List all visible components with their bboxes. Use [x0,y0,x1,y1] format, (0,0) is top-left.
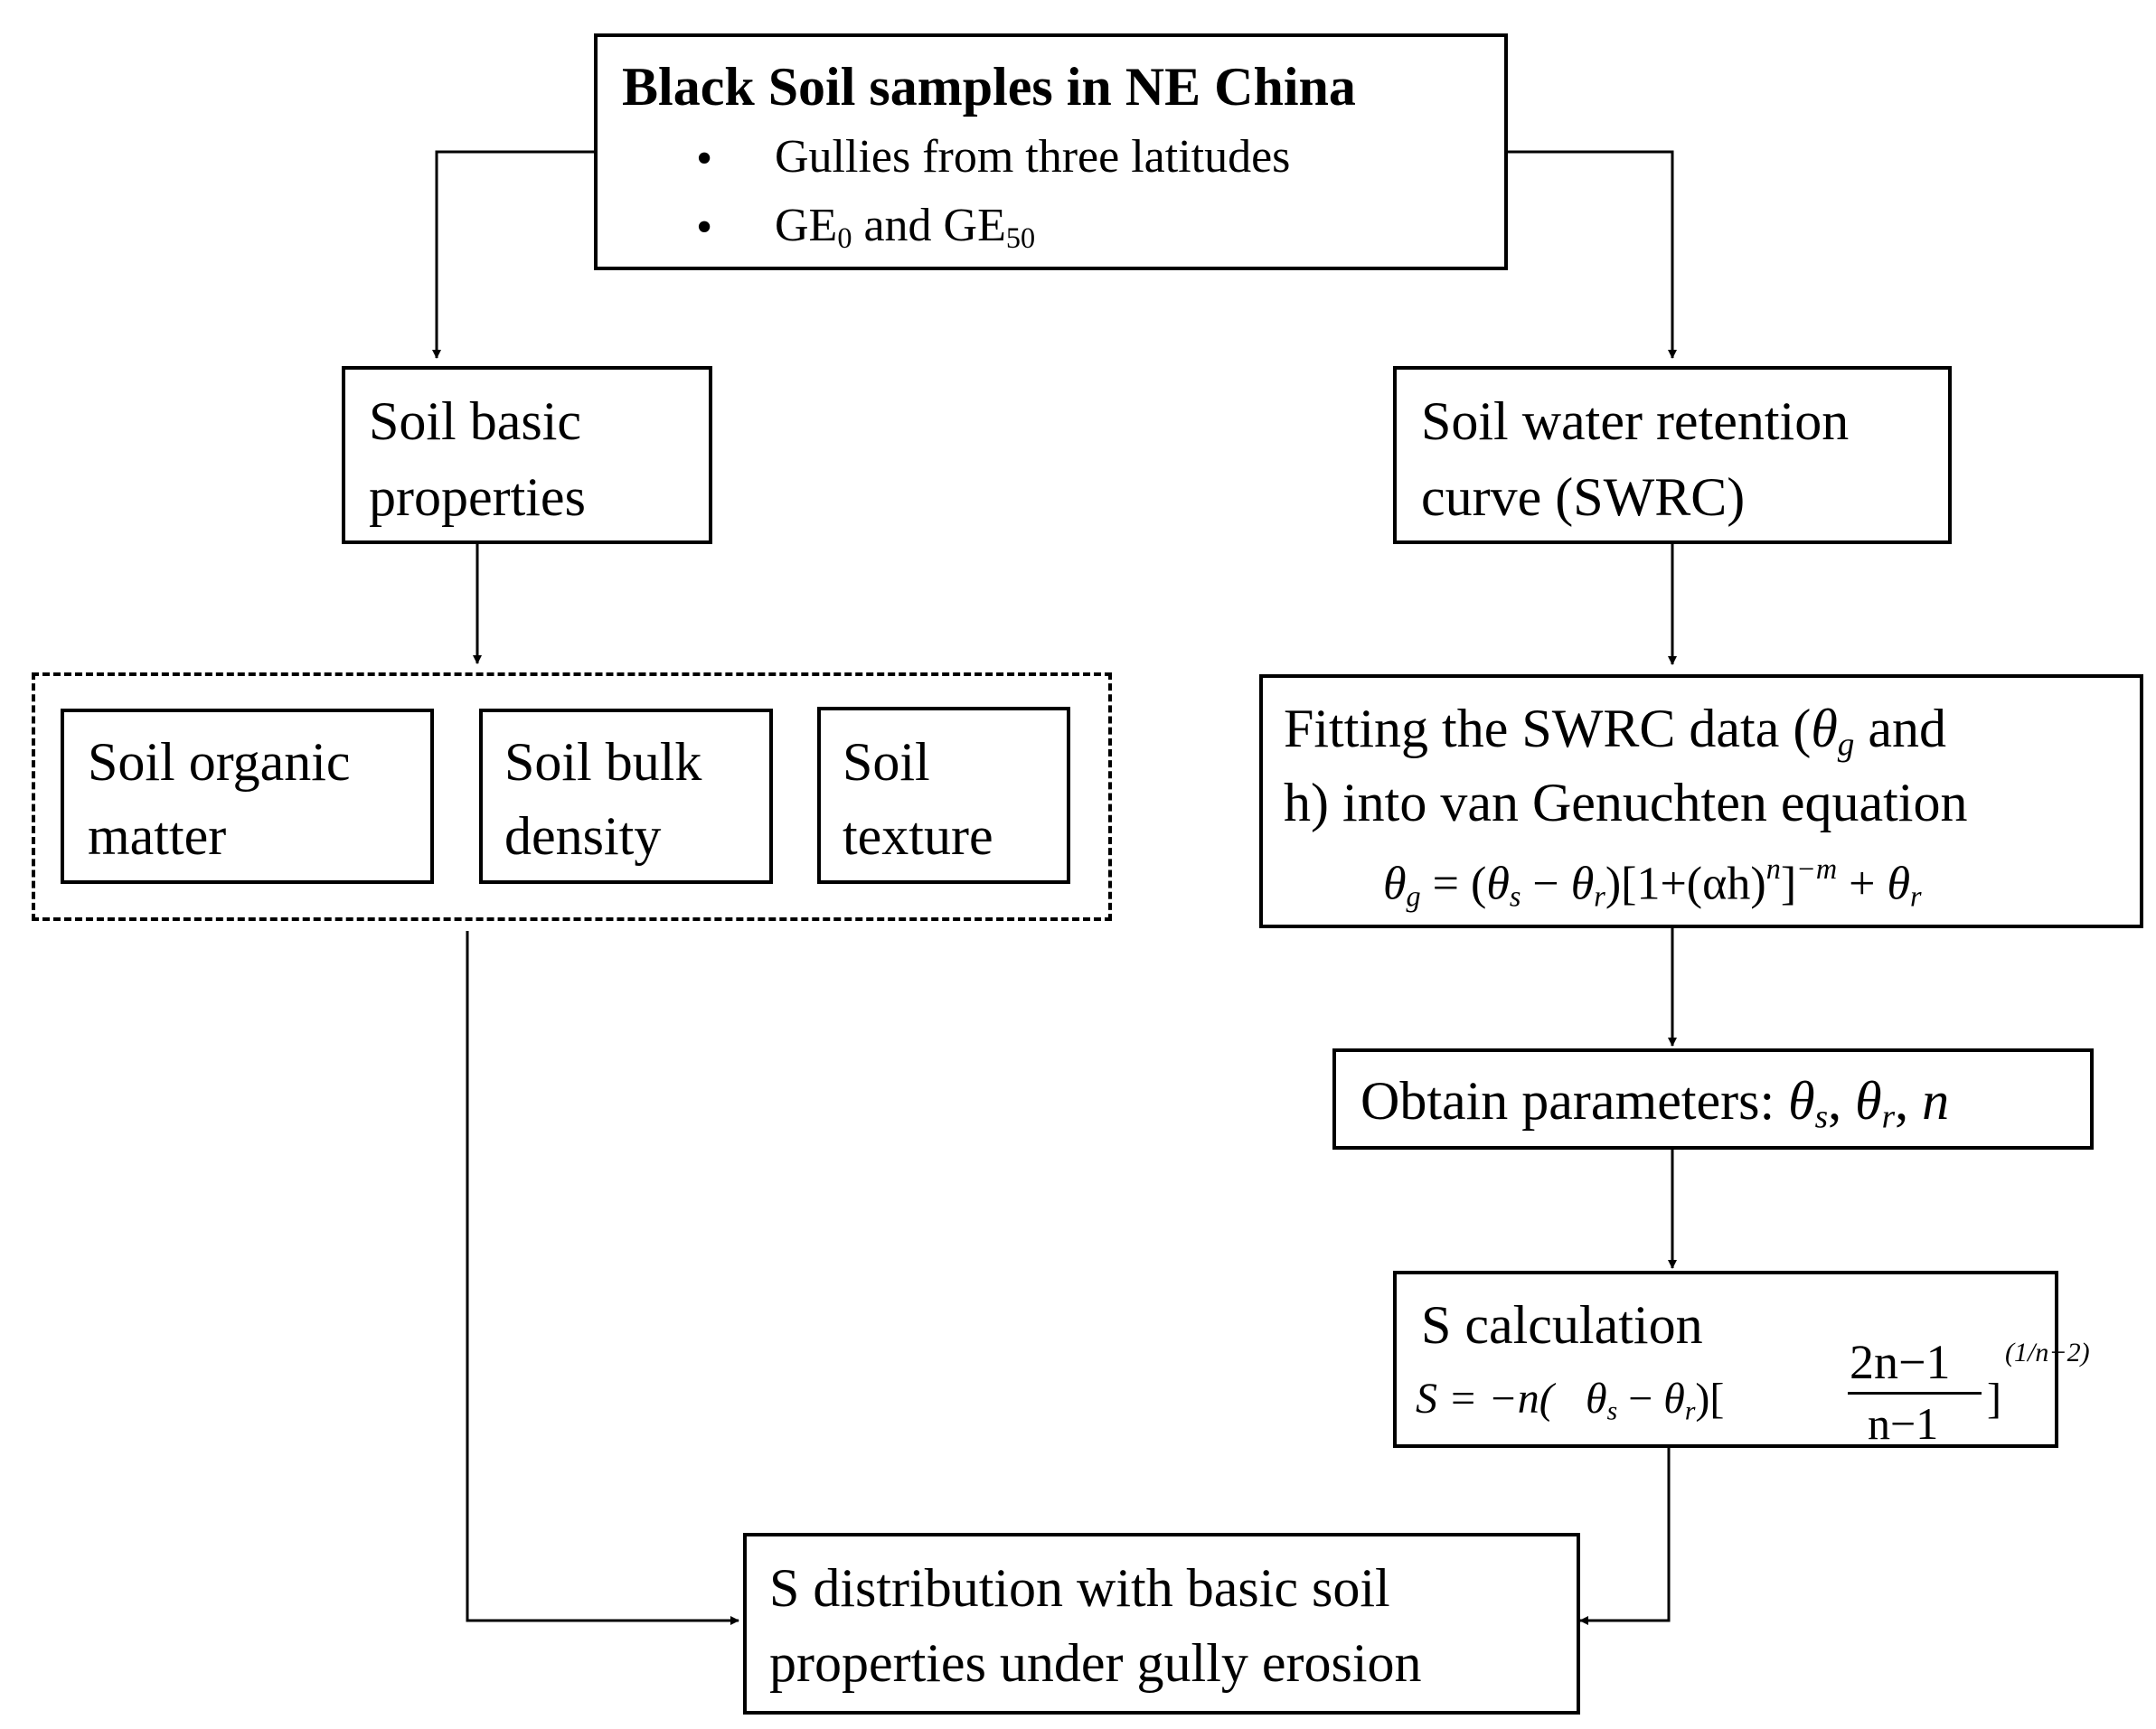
arrow-top-to-swrc [1508,150,1677,359]
bulk-density-line2: density [504,806,662,866]
parameters-text: Obtain parameters: θs, θr, n [1360,1071,1950,1136]
ge-sub-0: 0 [837,221,852,255]
properties-group [32,672,1112,921]
param-theta-r: θ [1855,1071,1882,1131]
bullet-ge: GE0 and GE50 [775,200,1036,255]
van-genuchten-equation: θg = (θs − θr)[1+(αh)n]−m + θr [1383,852,1922,913]
eq-sub-g: g [1406,879,1421,913]
s-eq-theta-r: θ [1663,1375,1685,1423]
eq-exp-n: n [1765,852,1781,885]
samples-title: Black Soil samples in NE China [622,57,1356,117]
eq-theta-g: θ [1383,858,1407,910]
s-distribution-line2: properties under gully erosion [769,1633,1422,1693]
fitting-box [1259,674,2143,928]
eq-sub-s: s [1509,879,1521,913]
theta-symbol: θ [1811,699,1838,758]
arrow-scalc-to-bottom [1579,1448,1671,1625]
s-distribution-line1: S distribution with basic soil [769,1558,1390,1618]
eq-plus: + [1837,858,1888,910]
s-eq-lhs: S = −n( [1416,1375,1554,1423]
param-n: n [1922,1071,1950,1131]
param-theta-s: θ [1788,1071,1815,1131]
ge-sub-50: 50 [1005,221,1036,255]
fitting-line1-and: and [1854,699,1947,758]
swrc-line2: curve (SWRC) [1421,467,1746,527]
s-eq-theta-s: θ [1586,1375,1607,1423]
bullet-latitudes: Gullies from three latitudes [775,131,1291,183]
ge-prefix: GE [775,200,838,251]
fitting-line2: h) into van Genuchten equation [1284,773,1968,832]
bulk-density-box [479,709,773,884]
param-sub-r: r [1881,1098,1896,1136]
basic-properties-box [342,366,712,544]
eq-theta-r: θ [1570,858,1595,910]
s-eq-sub-r: r [1684,1395,1696,1426]
samples-box [594,33,1508,270]
theta-sub-g: g [1837,726,1855,764]
eq-part1: = ( [1420,858,1487,910]
organic-matter-box [61,709,434,884]
s-exponent: (1/n−2) [2005,1338,2090,1367]
bullet-icon: • [696,202,713,253]
swrc-box [1393,366,1952,544]
soil-texture-box [817,707,1070,884]
fitting-line1: Fitting the SWRC data (θg and [1284,701,1946,762]
parameters-label: Obtain parameters: [1360,1071,1789,1131]
fraction-denominator: n−1 [1868,1398,1939,1449]
eq-theta-r2: θ [1887,858,1911,910]
ge-mid: and GE [852,200,1006,251]
eq-sub-r: r [1594,879,1605,913]
fraction-numerator: 2n−1 [1850,1335,1951,1389]
swrc-line1: Soil water retention [1421,391,1850,451]
soil-texture-line1: Soil [843,732,930,792]
arrow-group-to-bottom [466,931,739,1625]
s-distribution-box [743,1533,1580,1715]
arrow-top-to-basic [432,150,594,359]
eq-exp-m: −m [1796,852,1838,885]
s-calculation-box [1393,1271,2058,1448]
fitting-line1-text: Fitting the SWRC data ( [1284,699,1812,758]
basic-properties-line2: properties [369,467,586,527]
eq-theta-s: θ [1486,858,1510,910]
parameters-box [1332,1048,2094,1150]
organic-matter-line1: Soil organic [88,732,351,792]
s-eq-sub-s: s [1606,1395,1618,1426]
s-calculation-label: S calculation [1421,1295,1703,1355]
basic-properties-line1: Soil basic [369,391,581,451]
param-sub-s: s [1814,1098,1829,1136]
bullet-icon: • [696,133,713,184]
fraction-bar [1848,1392,1982,1395]
eq-part2: )[1+(αh) [1605,858,1766,910]
bulk-density-line1: Soil bulk [504,732,702,792]
soil-texture-line2: texture [843,806,993,866]
s-eq-mid: )[ [1695,1375,1725,1423]
eq-sub-r2: r [1910,879,1922,913]
organic-matter-line2: matter [88,806,227,866]
